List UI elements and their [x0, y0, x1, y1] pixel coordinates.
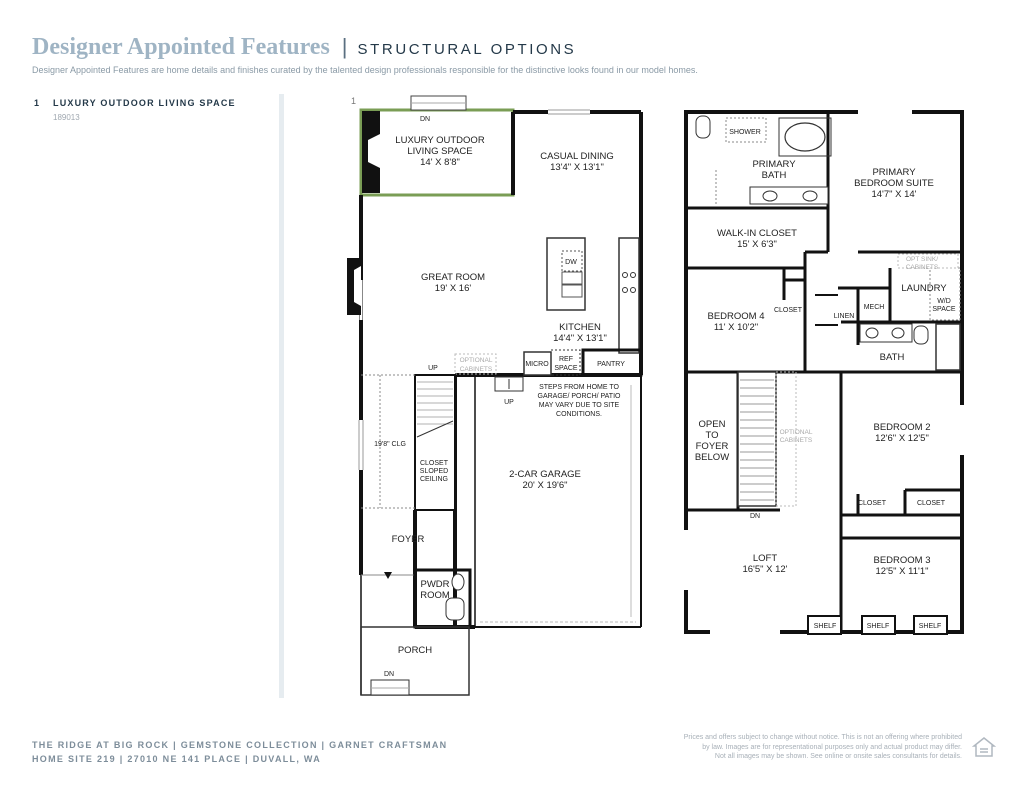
feature-name: LUXURY OUTDOOR LIVING SPACE: [53, 98, 236, 108]
label-kitchen-1: KITCHEN: [559, 322, 601, 333]
label-micro: MICRO: [525, 361, 549, 368]
label-bedroom2-1: BEDROOM 2: [873, 422, 930, 433]
label-open-2: TO: [705, 430, 718, 441]
label-laundry: LAUNDRY: [901, 283, 947, 294]
label-powder-1: PWDR: [420, 579, 449, 590]
kitchen-island: [546, 237, 586, 311]
label-open-3: FOYER: [696, 441, 729, 452]
label-loft-2: 16'5" X 12': [742, 564, 787, 575]
label-outdoor-1: LUXURY OUTDOOR: [395, 135, 485, 146]
label-porch: PORCH: [398, 645, 432, 656]
footer-community: THE RIDGE AT BIG ROCK | GEMSTONE COLLECT…: [32, 738, 447, 766]
label-suite-2: BEDROOM SUITE: [854, 178, 934, 189]
label-bedroom4-2: 11' X 10'2": [714, 322, 758, 333]
label-bedroom3-2: 12'5" X 11'1": [876, 566, 929, 577]
disclaimer-line-2: by law. Images are for representational …: [702, 743, 962, 751]
label-opt-cab2-2: CABINETS: [780, 437, 813, 444]
label-ceiling: 19'8" CLG: [374, 441, 406, 448]
note-steps-1: STEPS FROM HOME TO: [539, 384, 619, 391]
label-powder-2: ROOM: [420, 590, 450, 601]
label-garage-1: 2-CAR GARAGE: [509, 469, 581, 480]
label-shelf-3: SHELF: [919, 623, 942, 630]
label-ref-2: SPACE: [554, 365, 578, 372]
label-closet-1: CLOSET: [420, 460, 449, 467]
label-pantry: PANTRY: [597, 361, 625, 368]
page-title: Designer Appointed Features: [32, 34, 330, 60]
label-bedroom4-1: BEDROOM 4: [707, 311, 764, 322]
page-header: Designer Appointed Features | STRUCTURAL…: [32, 34, 576, 61]
divider-bar: [279, 94, 284, 698]
label-opt-cab2-1: OPTIONAL: [780, 429, 813, 436]
label-wd-1: W/D: [937, 298, 951, 305]
footer-line-1: THE RIDGE AT BIG ROCK | GEMSTONE COLLECT…: [32, 740, 448, 750]
label-bath: BATH: [880, 352, 905, 363]
label-shower: SHOWER: [729, 129, 761, 136]
note-steps-2: GARAGE/ PORCH/ PATIO: [538, 393, 622, 400]
plan-marker: 1: [351, 96, 357, 106]
intro-text: Designer Appointed Features are home det…: [32, 65, 698, 75]
footer-line-2: HOME SITE 219 | 27010 NE 141 PLACE | DUV…: [32, 754, 322, 764]
label-primary-bath-2: BATH: [762, 170, 787, 181]
label-opt-sink-2: CABINETS: [906, 264, 939, 271]
disclaimer-line-1: Prices and offers subject to change with…: [683, 734, 962, 741]
label-step-up: UP: [504, 399, 514, 406]
label-shelf-1: SHELF: [814, 623, 837, 630]
note-steps-4: CONDITIONS.: [556, 411, 602, 418]
label-closet-b3: CLOSET: [917, 500, 946, 507]
feature-item: 1 LUXURY OUTDOOR LIVING SPACE: [34, 98, 236, 108]
title-separator: |: [341, 34, 348, 59]
page-subtitle: STRUCTURAL OPTIONS: [357, 41, 577, 58]
label-opt-sink-1: OPT SINK/: [906, 256, 938, 263]
feature-code: 189013: [53, 113, 80, 122]
disclaimer-line-3: Not all images may be shown. See online …: [714, 753, 962, 760]
label-dw: DW: [565, 259, 577, 266]
label-bedroom3-1: BEDROOM 3: [873, 555, 930, 566]
second-floor-plan: [684, 110, 964, 635]
label-porch-dn: DN: [384, 671, 394, 678]
equal-housing-icon: [972, 737, 996, 757]
label-closet-b2: CLOSET: [858, 500, 887, 507]
label-opt-cab-1: OPTIONAL: [460, 357, 493, 364]
feature-number: 1: [34, 98, 41, 108]
label-wd-2: SPACE: [932, 306, 956, 313]
label-linen: LINEN: [834, 313, 855, 320]
label-suite-1: PRIMARY: [872, 167, 916, 178]
label-garage-2: 20' X 19'6": [522, 480, 567, 491]
label-great-room-1: GREAT ROOM: [421, 272, 485, 283]
label-dining-2: 13'4" X 13'1": [550, 162, 604, 173]
label-outdoor-dn: DN: [420, 116, 430, 123]
label-open-1: OPEN: [699, 419, 726, 430]
label-closet-2: SLOPED: [420, 468, 448, 475]
label-shelf-2: SHELF: [867, 623, 890, 630]
footer-disclaimer: Prices and offers subject to change with…: [684, 733, 962, 762]
label-bedroom2-2: 12'6" X 12'5": [875, 433, 929, 444]
label-suite-3: 14'7" X 14': [871, 189, 916, 200]
outdoor-living-highlight: [359, 108, 515, 197]
label-opt-cab-2: CABINETS: [460, 366, 493, 373]
label-closet-b4: CLOSET: [774, 307, 803, 314]
label-open-4: BELOW: [695, 452, 729, 463]
label-stair-dn: DN: [750, 513, 760, 520]
label-closet-3: CEILING: [420, 476, 448, 483]
label-outdoor-2: LIVING SPACE: [407, 146, 472, 157]
first-floor-plan: [347, 95, 643, 696]
label-foyer: FOYER: [392, 534, 425, 545]
note-steps-3: MAY VARY DUE TO SITE: [539, 402, 620, 409]
label-mech: MECH: [864, 304, 885, 311]
label-kitchen-2: 14'4" X 13'1": [553, 333, 607, 344]
label-stair-up: UP: [428, 365, 438, 372]
label-ref-1: REF: [559, 356, 573, 363]
label-walkin-1: WALK-IN CLOSET: [717, 228, 797, 239]
label-walkin-2: 15' X 6'3": [737, 239, 777, 250]
label-outdoor-3: 14' X 8'8": [420, 157, 460, 168]
label-dining-1: CASUAL DINING: [540, 151, 614, 162]
label-primary-bath-1: PRIMARY: [752, 159, 796, 170]
label-loft-1: LOFT: [753, 553, 777, 564]
label-great-room-2: 19' X 16': [435, 283, 472, 294]
